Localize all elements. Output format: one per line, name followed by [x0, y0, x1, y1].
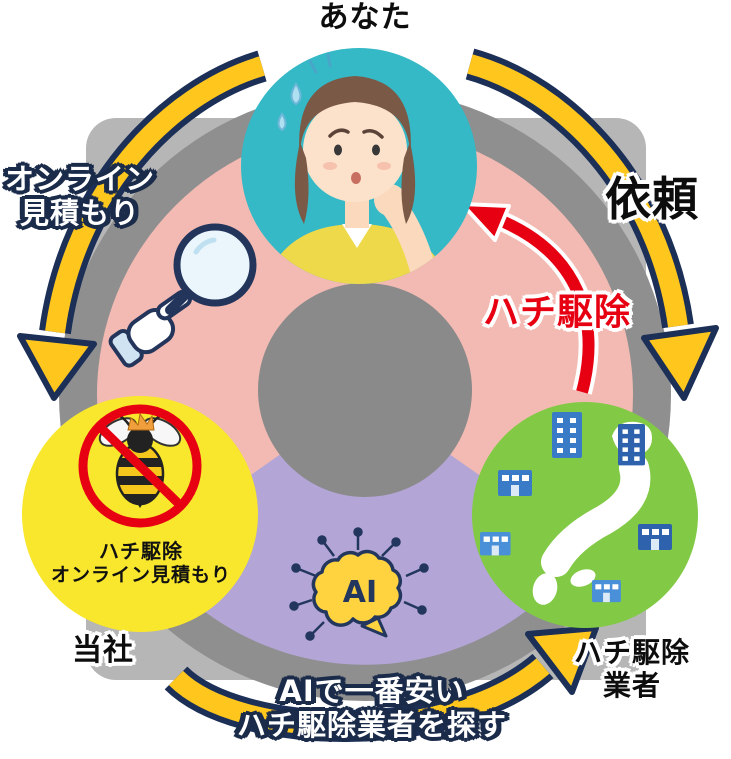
online-estimate-line1: オンライン	[4, 162, 156, 196]
arrow-company-to-contractors	[164, 625, 599, 742]
purple-segment	[144, 395, 586, 665]
contractors-circle	[472, 402, 698, 628]
company-circle-text: ハチ駆除 オンライン見積もり	[50, 539, 232, 586]
company-circle-line1: ハチ駆除	[98, 539, 183, 563]
company-circle	[22, 396, 258, 632]
magnifier-hand-icon	[108, 223, 257, 368]
you-circle	[241, 48, 477, 284]
ai-brain-icon: AI	[289, 527, 429, 641]
company-circle-line2: オンライン見積もり	[50, 563, 232, 586]
center-gray-circle	[258, 283, 472, 497]
online-estimate-label: オンライン 見積もり	[5, 162, 155, 230]
bee-prohibition-icon	[78, 404, 202, 528]
ai-search-label: AIで一番安い ハチ駆除業者を探す	[237, 674, 507, 742]
contractors-line1: ハチ駆除	[573, 636, 691, 669]
request-label: 依頼	[605, 172, 699, 226]
you-label: あなた	[318, 0, 412, 35]
online-estimate-line2: 見積もり	[19, 196, 141, 231]
ai-search-line1: AIで一番安い	[279, 674, 465, 708]
pest-control-red-label: ハチ駆除	[482, 292, 632, 333]
arrow-you-to-company	[17, 50, 267, 401]
our-company-label: 当社	[72, 633, 134, 668]
arrow-you-to-contractors	[465, 48, 719, 401]
ai-search-line2: ハチ駆除業者を探す	[236, 708, 508, 743]
arrow-contractors-to-you-red	[460, 202, 599, 395]
ai-text: AI	[343, 575, 377, 610]
contractors-label: ハチ駆除 業者	[574, 636, 690, 702]
contractors-line2: 業者	[602, 669, 662, 703]
